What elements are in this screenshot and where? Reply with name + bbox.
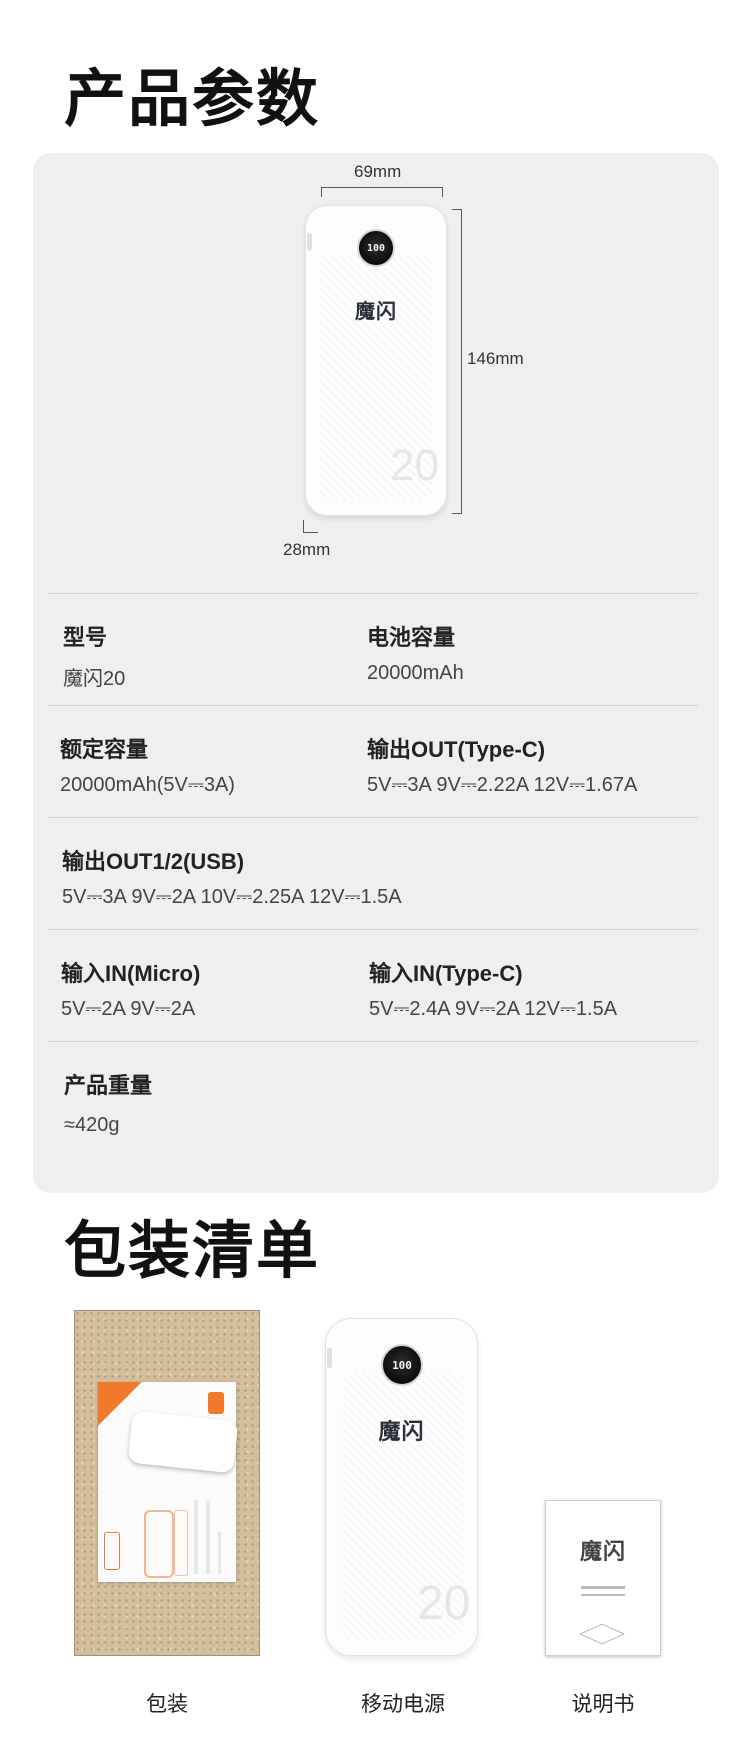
spec-label-in-typec: 输入IN(Type-C) [369, 961, 523, 986]
bank-brand-logo: 魔闪 [355, 301, 397, 323]
caption-manual: 说明书 [571, 1693, 635, 1716]
spec-value-in-micro: 5V⎓2A 9V⎓2A [61, 998, 196, 1020]
package-manual-image: 魔闪 [545, 1500, 661, 1656]
spec-value-rated: 20000mAh(5V⎓3A) [60, 774, 235, 796]
spec-label-in-micro: 输入IN(Micro) [61, 961, 201, 986]
spec-label-model: 型号 [63, 625, 108, 650]
spec-value-in-typec: 5V⎓2.4A 9V⎓2A 12V⎓1.5A [369, 998, 618, 1020]
bank-capacity-mark: 20 [390, 441, 439, 490]
sleeve-bank-photo [127, 1410, 239, 1474]
spec-value-out-typec: 5V⎓3A 9V⎓2.22A 12V⎓1.67A [367, 774, 638, 796]
spec-value-battery: 20000mAh [367, 662, 464, 684]
spec-label-out-usb: 输出OUT1/2(USB) [62, 849, 245, 874]
width-dimension-label: 69mm [354, 162, 402, 181]
bank-display-screen: 100 [381, 1344, 423, 1386]
spec-value-out-usb: 5V⎓3A 9V⎓2A 10V⎓2.25A 12V⎓1.5A [62, 886, 402, 908]
spec-weight: 产品重量 ≈420g [64, 1068, 152, 1137]
power-bank-image: 100 魔闪 20 [305, 205, 447, 516]
sleeve-stripe [194, 1500, 198, 1574]
sleeve-logo [104, 1532, 120, 1570]
spec-out-typec: 输出OUT(Type-C) 5V⎓3A 9V⎓2.22A 12V⎓1.67A [367, 732, 637, 797]
spec-row-rated: 额定容量 20000mAh(5V⎓3A) 输出OUT(Type-C) 5V⎓3A… [47, 705, 698, 818]
section-title-package: 包装清单 [64, 1217, 321, 1286]
spec-row-weight: 产品重量 ≈420g [47, 1041, 698, 1154]
package-power-bank-image: 100 魔闪 20 [325, 1318, 478, 1656]
bank-display-screen: 100 [357, 229, 395, 267]
spec-battery: 电池容量 20000mAh [367, 620, 464, 685]
height-dimension-tick-top [452, 209, 462, 210]
manual-diamond-mark [579, 1623, 625, 1645]
package-box-image [74, 1310, 260, 1656]
depth-dimension-tick [303, 520, 304, 532]
section-title-params: 产品参数 [64, 65, 321, 134]
spec-row-model: 型号 魔闪20 电池容量 20000mAh [47, 593, 698, 706]
manual-brand-logo: 魔闪 [579, 1539, 626, 1564]
spec-label-battery: 电池容量 [367, 625, 456, 650]
spec-label-rated: 额定容量 [60, 737, 149, 762]
caption-box: 包装 [146, 1693, 188, 1716]
bank-screen-text: 100 [366, 242, 386, 254]
spec-value-weight: ≈420g [64, 1114, 120, 1136]
bank-capacity-mark: 20 [417, 1577, 471, 1630]
depth-dimension-line [303, 532, 318, 533]
caption-power-bank: 移动电源 [361, 1693, 445, 1716]
spec-model: 型号 魔闪20 [63, 620, 125, 691]
spec-out-usb: 输出OUT1/2(USB) 5V⎓3A 9V⎓2A 10V⎓2.25A 12V⎓… [62, 844, 402, 909]
width-dimension-tick-right [442, 187, 443, 197]
sleeve-stripe [206, 1500, 210, 1574]
width-dimension-line [321, 187, 443, 188]
spec-in-typec: 输入IN(Type-C) 5V⎓2.4A 9V⎓2A 12V⎓1.5A [369, 956, 617, 1021]
sleeve-badge [208, 1392, 224, 1414]
sleeve-stripe [218, 1532, 221, 1574]
spec-value-model: 魔闪20 [63, 668, 126, 690]
height-dimension-line [461, 209, 462, 514]
bank-side-port [307, 233, 312, 251]
spec-rated: 额定容量 20000mAh(5V⎓3A) [60, 732, 235, 797]
bank-texture-panel [319, 254, 433, 501]
manual-text-line [581, 1586, 625, 1589]
bank-side-port [327, 1348, 332, 1368]
spec-in-micro: 输入IN(Micro) 5V⎓2A 9V⎓2A [61, 956, 200, 1021]
bank-screen-text: 100 [392, 1358, 412, 1372]
sleeve-text-column [174, 1510, 188, 1576]
manual-text-line [581, 1594, 625, 1596]
spec-label-out-typec: 输出OUT(Type-C) [367, 737, 546, 762]
depth-dimension-label: 28mm [283, 540, 331, 559]
spec-row-input: 输入IN(Micro) 5V⎓2A 9V⎓2A 输入IN(Type-C) 5V⎓… [47, 929, 698, 1042]
sleeve-capacity-mark [144, 1510, 174, 1578]
bank-texture-panel [340, 1372, 463, 1640]
width-dimension-tick-left [321, 187, 322, 197]
bank-brand-logo: 魔闪 [378, 1419, 425, 1444]
spec-label-weight: 产品重量 [64, 1073, 153, 1098]
height-dimension-label: 146mm [467, 349, 524, 368]
spec-row-out-usb: 输出OUT1/2(USB) 5V⎓3A 9V⎓2A 10V⎓2.25A 12V⎓… [47, 817, 698, 930]
box-sleeve [98, 1382, 239, 1582]
height-dimension-tick-bottom [452, 513, 462, 514]
